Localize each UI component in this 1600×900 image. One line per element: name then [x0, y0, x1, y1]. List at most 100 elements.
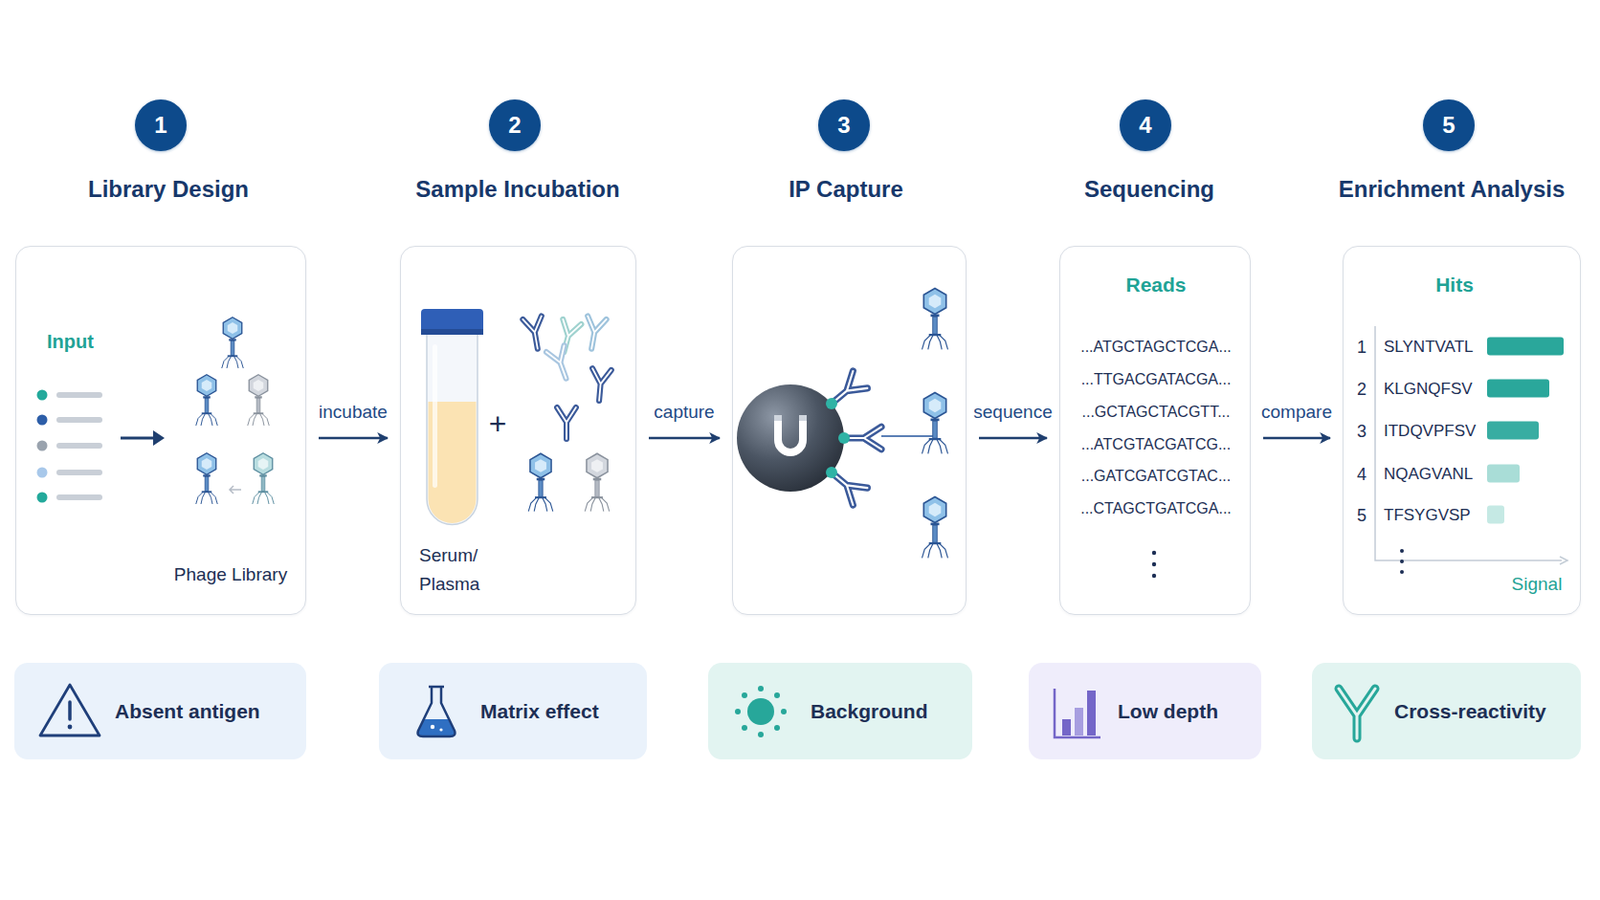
- background-icon: [741, 692, 748, 699]
- peptide-hit: TFSYGVSP: [1383, 506, 1471, 526]
- background-icon: [757, 732, 764, 738]
- antibody-cluster: [546, 345, 576, 382]
- signal-axis: [1375, 326, 1568, 565]
- input-list-icon: [37, 492, 48, 504]
- sequence-read: ...GCTAGCTACGTT...: [1082, 403, 1231, 422]
- step-title: Sequencing: [1084, 176, 1215, 203]
- input-list-icon: [37, 390, 48, 401]
- bound-antibodies: [823, 371, 867, 413]
- step-panel: Library DesignInputPhage Library: [15, 245, 307, 616]
- captured-phages: [922, 497, 949, 559]
- pitfall-text: Background: [810, 699, 929, 723]
- input-list-icon: [37, 390, 104, 504]
- ellipsis-dots: [1400, 549, 1404, 575]
- bar-chart-icon: [1054, 688, 1101, 738]
- captured-phages: [922, 288, 949, 559]
- sequence-read: ...ATGCTAGCTCGA...: [1080, 338, 1232, 356]
- sample-tube: [421, 329, 484, 335]
- sequence-read: ...GATCGATCGTAC...: [1081, 467, 1231, 486]
- input-list-icon: [56, 469, 103, 476]
- ellipsis-dots: [1400, 559, 1404, 564]
- bar-chart-icon: [1087, 690, 1096, 736]
- flask-icon: [418, 719, 456, 737]
- phage-pair: [528, 453, 554, 512]
- magnetic-bead: [777, 421, 803, 453]
- inner-arrow: [120, 430, 165, 446]
- rank-number: 5: [1356, 506, 1367, 527]
- step-number-text: 2: [508, 111, 521, 139]
- peptide-hit: KLGNQFSV: [1383, 379, 1473, 400]
- sample-tube: [426, 333, 478, 526]
- bound-antibodies: [838, 432, 850, 445]
- background-icon: [747, 698, 775, 726]
- rank-number: 4: [1356, 465, 1367, 486]
- flow-arrow: [1263, 437, 1331, 441]
- signal-bar: [1487, 422, 1539, 441]
- step-number: 4: [1119, 99, 1172, 152]
- step-title: Library Design: [88, 176, 249, 203]
- input-list-icon: [56, 392, 103, 399]
- pitfall-text: Cross-reactivity: [1394, 699, 1547, 723]
- input-list-icon: [37, 415, 48, 426]
- antibody-cluster: [555, 319, 582, 356]
- phage-library-illustration: [252, 453, 275, 505]
- background-icon: [774, 692, 780, 699]
- phage-library-illustration: [196, 453, 219, 505]
- sequence-read: ...ATCGTACGATCG...: [1081, 436, 1231, 454]
- sample-tube: [421, 309, 484, 526]
- step-title: IP Capture: [788, 176, 904, 203]
- bound-antibodies: [823, 464, 867, 506]
- antibody-icon: [1338, 688, 1376, 739]
- pitfall-text: Absent antigen: [114, 699, 261, 723]
- input-list-icon: [56, 443, 103, 449]
- step-number-text: 4: [1138, 111, 1152, 139]
- bound-antibodies: [823, 371, 934, 506]
- captured-phages: [922, 393, 949, 455]
- signal-bar: [1487, 465, 1520, 484]
- ellipsis-dots: [1152, 551, 1156, 556]
- edge-label: sequence: [973, 401, 1052, 423]
- sample-label: Serum/ Plasma: [419, 541, 496, 600]
- peptide-hit: ITDQVPFSV: [1383, 422, 1476, 442]
- signal-axis: [1375, 326, 1562, 561]
- peptide-hit: SLYNTVATL: [1383, 337, 1474, 357]
- bar-chart-icon: [1062, 719, 1071, 736]
- background-icon: [774, 725, 780, 732]
- plus-sign: +: [488, 406, 508, 443]
- antibody-cluster: [522, 315, 547, 351]
- background-icon: [741, 725, 748, 732]
- step-panel: Enrichment AnalysisHits1SLYNTVATL2KLGNQF…: [1342, 245, 1581, 616]
- step-title: Enrichment Analysis: [1338, 176, 1566, 203]
- antibody-icon: [1338, 688, 1376, 739]
- flow-arrow: [978, 437, 1047, 441]
- step-number: 1: [134, 99, 187, 152]
- pitfall-text: Matrix effect: [480, 699, 600, 723]
- ellipsis-dots: [1152, 574, 1156, 578]
- phage-library-illustration: [229, 486, 242, 494]
- pitfall-badge: Absent antigen: [14, 663, 307, 760]
- captured-phages: [922, 288, 949, 351]
- antibody-cluster: [556, 407, 577, 440]
- sequence-read: ...TTGACGATACGA...: [1081, 371, 1232, 389]
- signal-bar: [1487, 379, 1550, 399]
- ellipsis-dots: [1400, 570, 1404, 575]
- flask-icon: [418, 687, 456, 737]
- bound-antibodies: [825, 398, 838, 410]
- bound-antibodies: [881, 435, 934, 438]
- background-icon: [734, 686, 787, 738]
- warning-icon: [67, 702, 72, 720]
- step-panel: IP Capture: [732, 245, 967, 616]
- phage-library-illustration: [247, 375, 270, 426]
- pitfall-text: Low depth: [1117, 699, 1219, 723]
- input-label: Input: [46, 331, 94, 354]
- background-icon: [780, 709, 787, 715]
- ellipsis-dots: [1152, 562, 1156, 567]
- input-list-icon: [37, 441, 48, 452]
- input-list-icon: [56, 494, 103, 501]
- panel-heading: Reads: [1125, 273, 1186, 297]
- ellipsis-dots: [1400, 549, 1404, 554]
- input-list-icon: [37, 467, 48, 479]
- signal-bar: [1487, 337, 1564, 525]
